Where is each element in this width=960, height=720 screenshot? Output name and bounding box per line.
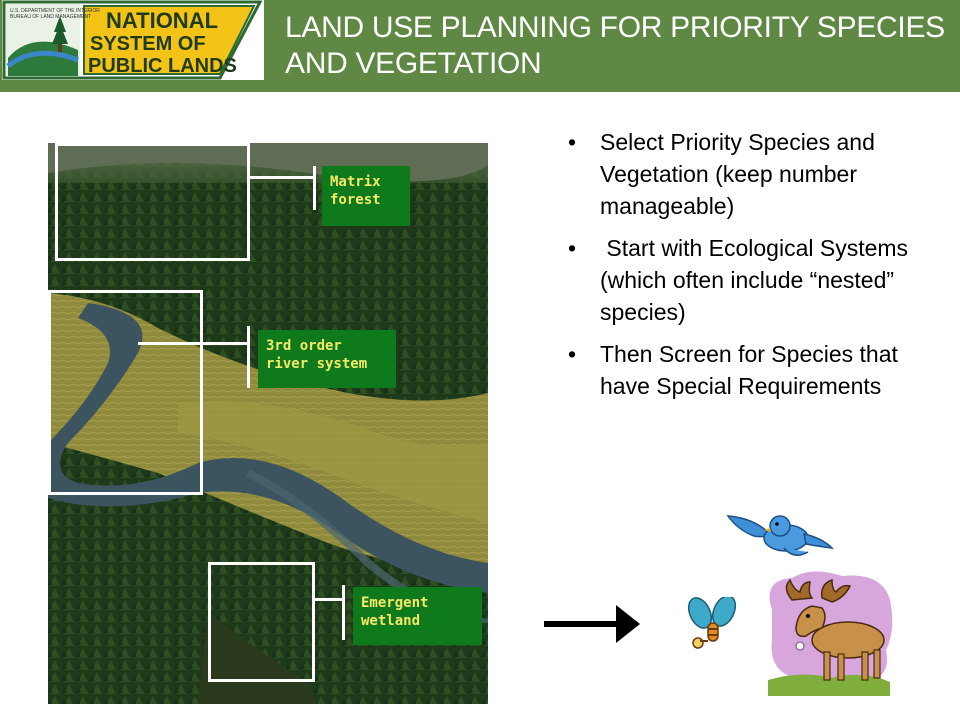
firefly-icon [687, 597, 737, 649]
blm-logo: U.S. DEPARTMENT OF THE INTERIOR BUREAU O… [2, 0, 264, 80]
slide-header: U.S. DEPARTMENT OF THE INTERIOR BUREAU O… [0, 0, 960, 92]
logo-agency-line2: BUREAU OF LAND MANAGEMENT [10, 14, 91, 20]
bullet-item: • Start with Ecological Systems (which o… [568, 232, 948, 328]
slide-title: LAND USE PLANNING FOR PRIORITY SPECIES A… [285, 11, 945, 80]
river-system-label: 3rd order river system [258, 330, 396, 388]
blm-logo-graphic: U.S. DEPARTMENT OF THE INTERIOR BUREAU O… [2, 0, 263, 80]
river-system-outline [48, 290, 203, 495]
matrix-forest-outline [55, 143, 250, 261]
bullet-list: • Select Priority Species and Vegetation… [568, 126, 948, 412]
bullet-item: • Then Screen for Species that have Spec… [568, 338, 948, 402]
bullet-text: Then Screen for Species that have Specia… [600, 341, 898, 399]
moose-icon [768, 571, 893, 696]
emergent-wetland-outline [208, 562, 315, 682]
bullet-text: Select Priority Species and Vegetation (… [600, 129, 875, 219]
emergent-wetland-label: Emergent wetland [353, 587, 482, 645]
matrix-forest-connector-tick [313, 166, 316, 210]
matrix-forest-connector [250, 176, 316, 179]
right-arrow-icon [544, 605, 640, 643]
river-system-connector-tick [247, 326, 250, 388]
bullet-marker: • [568, 341, 577, 367]
bullet-marker: • [568, 129, 577, 155]
logo-agency-line1: U.S. DEPARTMENT OF THE INTERIOR [10, 8, 100, 14]
river-system-connector [138, 342, 250, 345]
bullet-marker: • [568, 235, 577, 261]
matrix-forest-label: Matrix forest [322, 166, 410, 226]
emergent-wetland-connector-tick [342, 585, 345, 640]
logo-line3: PUBLIC LANDS [88, 55, 237, 77]
bluebird-icon [726, 515, 835, 556]
emergent-wetland-connector [315, 598, 345, 601]
logo-line1: NATIONAL [106, 8, 218, 33]
bullet-item: • Select Priority Species and Vegetation… [568, 126, 948, 222]
logo-line2: SYSTEM OF [90, 33, 206, 55]
bullet-text: Start with Ecological Systems (which oft… [600, 235, 915, 325]
